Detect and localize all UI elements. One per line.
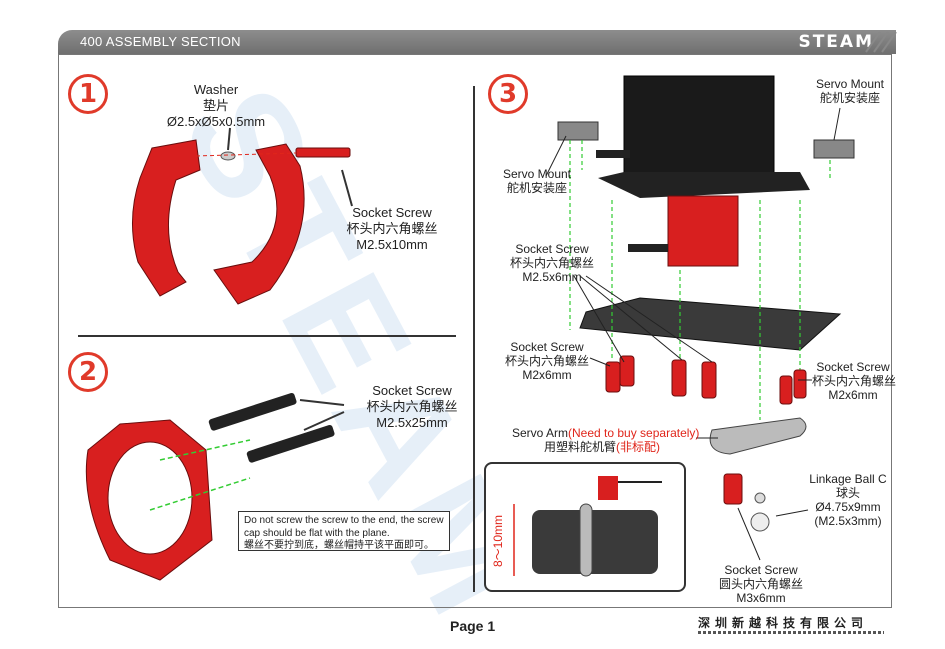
linkage-ball-cn: 球头 xyxy=(835,486,860,500)
company-name: 深圳新越科技有限公司 xyxy=(698,616,869,630)
servo-mount-left-en: Servo Mount xyxy=(502,167,572,181)
servo-arm-cn-note: (非标配) xyxy=(616,440,660,454)
step3-servo xyxy=(545,75,855,561)
m3-screw xyxy=(723,473,743,505)
servo-arm xyxy=(709,417,807,455)
step1-screw-en: Socket Screw xyxy=(352,205,432,220)
inset-drawing xyxy=(513,476,662,577)
step3-screw-c-cn: 杯头内六角螺丝 xyxy=(812,374,897,388)
step3-screw-b-label: Socket Screw 杯头内六角螺丝 M2x6mm xyxy=(504,340,590,382)
long-screw-1 xyxy=(208,392,297,431)
step1-screw-label: Socket Screw 杯头内六角螺丝 M2.5x10mm xyxy=(336,205,448,253)
servo-mount-right xyxy=(813,139,855,159)
step3-screw-c-label: Socket Screw 杯头内六角螺丝 M2x6mm xyxy=(812,360,897,402)
company-subline xyxy=(698,631,884,634)
step-number-2: 2 xyxy=(68,352,108,392)
section-title: 400 ASSEMBLY SECTION xyxy=(80,34,241,49)
servo-mount-right-en: Servo Mount xyxy=(815,77,885,91)
servo-mount-left xyxy=(557,121,599,141)
header-bar: 400 ASSEMBLY SECTION STEAM xyxy=(58,30,896,54)
step3-screw-c-size: M2x6mm xyxy=(828,388,878,402)
page-frame xyxy=(58,54,892,608)
note-cn: 螺丝不要拧到底，螺丝帽持平该平面即可。 xyxy=(244,540,434,551)
linkage-ball-size2: (M2.5x3mm) xyxy=(814,514,882,528)
step1-clamp xyxy=(132,127,353,305)
screw-part xyxy=(295,147,351,158)
step3-screw-d-en: Socket Screw xyxy=(724,563,798,577)
step2-screw-label: Socket Screw 杯头内六角螺丝 M2.5x25mm xyxy=(356,383,468,431)
servo-arm-label: Servo Arm(Need to buy separately) 用塑料舵机臂… xyxy=(512,426,699,454)
step3-screw-b-size: M2x6mm xyxy=(522,368,572,382)
servo-mount-right-cn: 舵机安装座 xyxy=(819,91,880,105)
step3-screw-d-label: Socket Screw 圆头内六角螺丝 M3x6mm xyxy=(716,563,806,605)
washer-part xyxy=(220,151,236,161)
inset-detail: 8～10mm xyxy=(484,462,686,592)
linkage-ball-en: Linkage Ball C xyxy=(809,472,887,486)
warning-note: Do not screw the screw to the end, the s… xyxy=(238,511,450,551)
step3-screw-a-size: M2.5x6mm xyxy=(522,270,582,284)
washer-label: Washer 垫片 Ø2.5xØ5x0.5mm xyxy=(166,82,266,130)
long-screw-2 xyxy=(246,424,335,463)
servo-mount-left-label: Servo Mount 舵机安装座 xyxy=(500,167,574,195)
servo-mount-left-cn: 舵机安装座 xyxy=(506,181,567,195)
servo-plate xyxy=(579,297,842,351)
linkage-ball-size: Ø4.75x9mm xyxy=(815,500,881,514)
step2-screw-cn: 杯头内六角螺丝 xyxy=(366,399,458,414)
step-number-1: 1 xyxy=(68,74,108,114)
step2-screw-size: M2.5x25mm xyxy=(376,415,448,430)
step3-screw-d-cn: 圆头内六角螺丝 xyxy=(718,577,803,591)
step-number-3: 3 xyxy=(488,74,528,114)
step3-screw-d-size: M3x6mm xyxy=(736,591,786,605)
step3-screw-a-cn: 杯头内六角螺丝 xyxy=(509,256,594,270)
servo-arm-en: Servo Arm xyxy=(512,426,569,440)
step3-screw-a-label: Socket Screw 杯头内六角螺丝 M2.5x6mm xyxy=(508,242,596,284)
page-number: Page 1 xyxy=(450,618,496,634)
step2-screw-en: Socket Screw xyxy=(372,383,452,398)
step3-screw-b-en: Socket Screw xyxy=(510,340,584,354)
servo-mount-right-label: Servo Mount 舵机安装座 xyxy=(814,77,886,105)
step1-screw-cn: 杯头内六角螺丝 xyxy=(346,221,438,236)
washer-en: Washer xyxy=(193,82,239,97)
inset-dimension: 8～10mm xyxy=(491,514,506,568)
washer-size: Ø2.5xØ5x0.5mm xyxy=(166,114,266,129)
linkage-ball-label: Linkage Ball C 球头 Ø4.75x9mm (M2.5x3mm) xyxy=(806,472,890,528)
brand-logo: STEAM xyxy=(798,32,874,52)
servo-arm-note: (Need to buy separately) xyxy=(568,426,700,440)
servo-arm-cn: 用塑料舵机臂 xyxy=(543,440,616,454)
step3-screw-c-en: Socket Screw xyxy=(816,360,890,374)
step2-clamp xyxy=(85,392,345,581)
step3-screw-b-cn: 杯头内六角螺丝 xyxy=(504,354,589,368)
washer-cn: 垫片 xyxy=(202,98,229,113)
step1-screw-size: M2.5x10mm xyxy=(356,237,428,252)
step3-screw-a-en: Socket Screw xyxy=(515,242,589,256)
note-en: Do not screw the screw to the end, the s… xyxy=(244,515,444,539)
linkage-ball xyxy=(754,492,766,504)
